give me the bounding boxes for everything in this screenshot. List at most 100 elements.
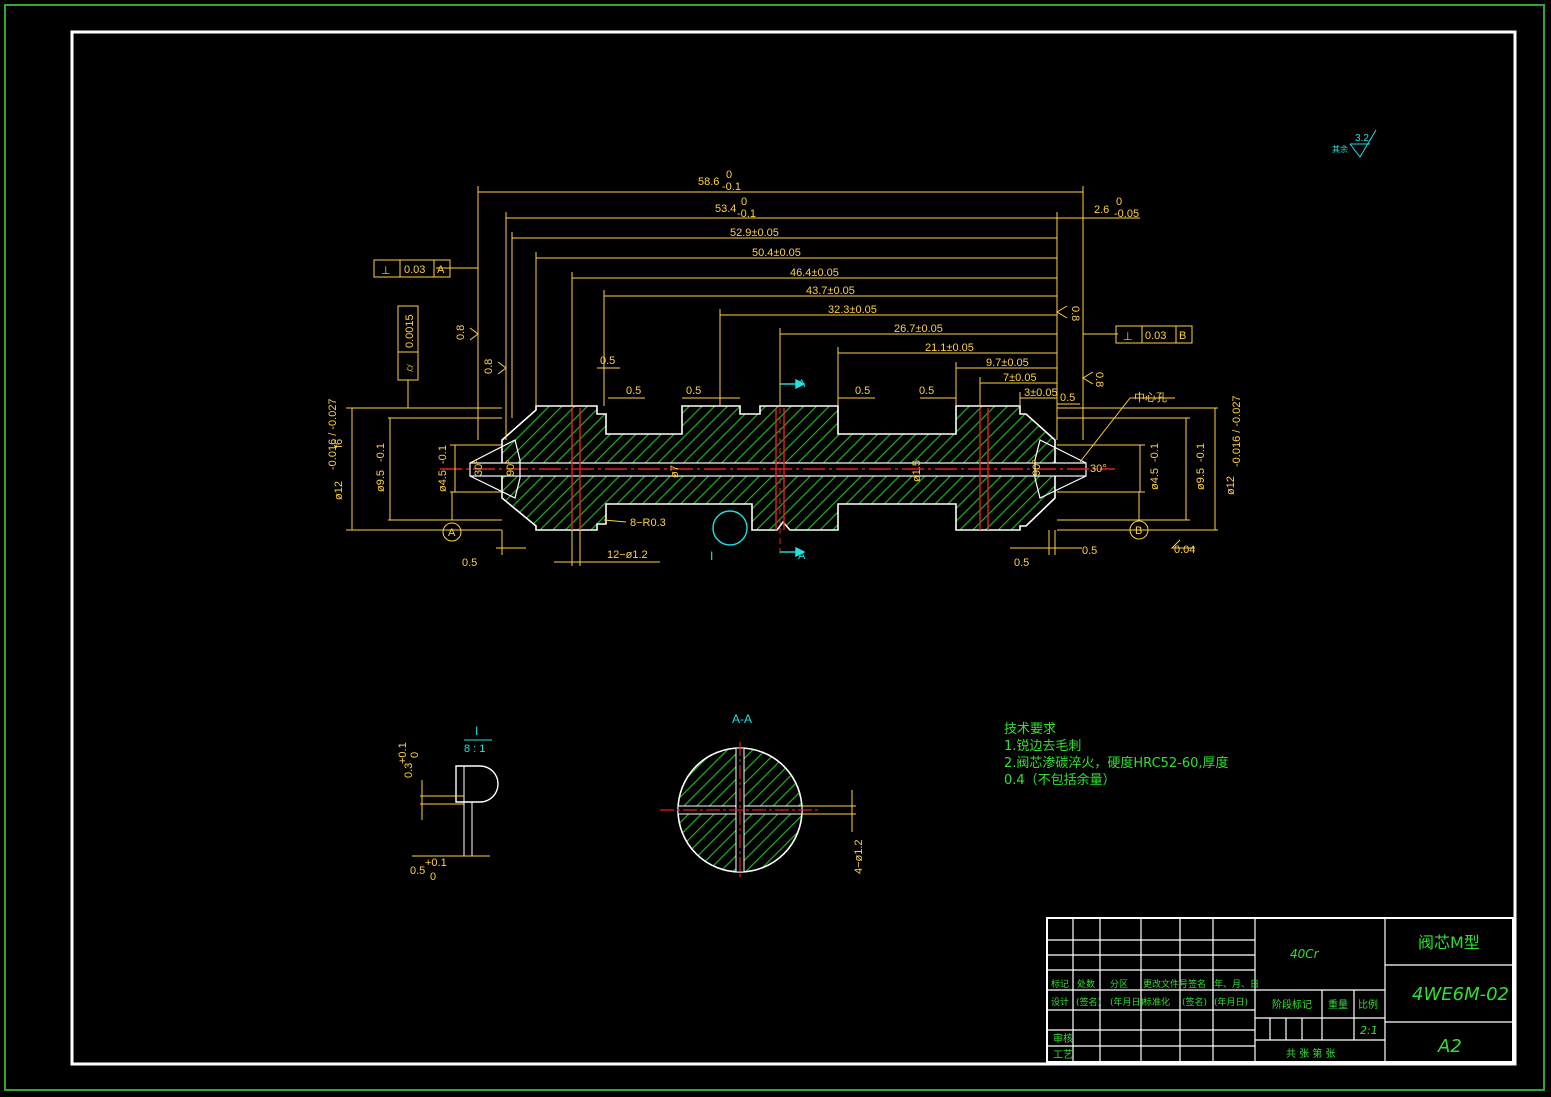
title-weight-label: 重量 <box>1328 998 1348 1011</box>
detail-dim-1-tol: +0.1 <box>397 742 409 764</box>
section-mark-bottom: A <box>798 550 806 562</box>
dim-26-7: 26.7±0.05 <box>894 323 943 335</box>
dim-2-6: 2.6 <box>1094 204 1109 216</box>
tech-requirements: 技术要求 1.锐边去毛刺 2.阀芯渗碳淬火，硬度HRC52-60,厚度 0.4（… <box>1004 722 1229 788</box>
title-block: 阀芯M型 4WE6M-02 40Cr A2 2:1 阶段标记 重量 比例 审核 … <box>1046 917 1514 1063</box>
detail-mark-label: I <box>710 549 713 563</box>
dim-58-6: 58.6 <box>698 176 719 188</box>
detail-dim-1: 0.3 <box>403 763 415 778</box>
dim-7: 7±0.05 <box>1003 372 1037 384</box>
dimension-texts: 58.6 0 -0.1 53.4 0 -0.1 52.9±0.05 50.4±0… <box>327 169 1243 569</box>
dim-half-9: 0.5 <box>1082 545 1097 557</box>
dim-21-1: 21.1±0.05 <box>925 342 974 354</box>
dim-half-7: 0.5 <box>462 557 477 569</box>
dim-phi9-5-right-tol: -0.1 <box>1195 443 1207 462</box>
section-view: A-A 4−ø1.2 <box>660 712 865 880</box>
title-row2-label-5: (年月日) <box>1214 996 1248 1008</box>
roughness-left-1: 0.8 <box>455 325 467 340</box>
dim-half-3: 0.5 <box>686 385 701 397</box>
general-roughness: 其余 3.2 <box>1332 129 1377 158</box>
dim-phi12-right: ø12 <box>1225 476 1237 495</box>
gdt-cylindricity: ⌭ 0.0015 <box>397 305 419 381</box>
title-row2-label-4: (签名) <box>1182 996 1207 1008</box>
title-review-label: 审核 <box>1053 1032 1073 1045</box>
dim-fillet: 8−R0.3 <box>630 517 666 529</box>
detail-circle <box>712 510 748 546</box>
detail-scale: 8 : 1 <box>464 743 485 755</box>
title-row2-label-0: 设计 <box>1051 996 1069 1008</box>
perp-value-b: 0.03 <box>1145 330 1166 342</box>
detail-dim-2: 0.5 <box>410 865 425 877</box>
datum-a-circle-label: A <box>448 527 456 539</box>
dim-angle-30-left: 30° <box>473 459 485 476</box>
title-sheets-label: 共 张 第 张 <box>1286 1047 1336 1060</box>
dim-phi4-5-left-tol: -0.1 <box>437 445 449 464</box>
title-material: 40Cr <box>1290 947 1320 961</box>
dim-phi9-5-left: ø9.5 <box>375 470 387 492</box>
dim-holes: 12−ø1.2 <box>607 549 648 561</box>
dim-phi4-5-right-tol: -0.1 <box>1149 443 1161 462</box>
dim-32-3: 32.3±0.05 <box>828 304 877 316</box>
dim-phi9-5-right: ø9.5 <box>1195 468 1207 490</box>
title-row-label-3: 更改文件号 <box>1143 978 1188 990</box>
detail-dim-2-tol-low: 0 <box>430 871 436 883</box>
dim-phi4-5-right: ø4.5 <box>1149 468 1161 490</box>
sheet-frame <box>70 30 1517 1066</box>
dim-half-6: 0.5 <box>1060 392 1075 404</box>
title-row2-label-1: (签名) <box>1076 996 1101 1008</box>
gdt-perpendicularity-a: ⊥ 0.03 A <box>373 259 451 278</box>
title-row-label-5: 年、月、日 <box>1214 978 1259 990</box>
dim-half-5: 0.5 <box>919 385 934 397</box>
section-arrows <box>780 378 806 558</box>
title-scale-label: 比例 <box>1358 998 1378 1011</box>
dim-53-4-tol-upper: 0 <box>741 196 747 208</box>
cyl-value: 0.0015 <box>404 314 416 348</box>
tech-req-line2: 2.阀芯渗碳淬火，硬度HRC52-60,厚度 <box>1004 755 1229 771</box>
dim-phi12-left-tol: -0.016 / -0.027 <box>327 398 339 470</box>
dim-half-1: 0.5 <box>600 355 615 367</box>
detail-dim-1-tol-low: 0 <box>409 752 421 758</box>
runout-value: 0.04 <box>1174 544 1195 556</box>
dim-half-4: 0.5 <box>855 385 870 397</box>
dim-angle-30-right: 30° <box>1090 463 1107 475</box>
dim-2-6-tol-upper: 0 <box>1116 196 1122 208</box>
perp-value-a: 0.03 <box>404 264 425 276</box>
dim-53-4-tol-lower: -0.1 <box>737 208 756 220</box>
dim-phi7: ø7 <box>669 465 681 478</box>
roughness-value: 3.2 <box>1355 133 1369 144</box>
title-scale: 2:1 <box>1360 1024 1378 1037</box>
spool-main-view: I A A <box>440 378 1115 563</box>
dim-46-4: 46.4±0.05 <box>790 267 839 279</box>
dim-half-2: 0.5 <box>626 385 641 397</box>
detail-dim-2-tol: +0.1 <box>425 857 447 869</box>
perp-symbol-a: ⊥ <box>381 265 391 277</box>
title-stage-label: 阶段标记 <box>1272 998 1312 1011</box>
section-mark-top: A <box>798 378 806 390</box>
roughness-right-1: 0.8 <box>1069 306 1081 321</box>
roughness-right-2: 0.8 <box>1093 372 1105 387</box>
perp-symbol-b: ⊥ <box>1123 331 1133 343</box>
right-center-cone <box>1034 439 1087 499</box>
dim-phi12-right-tol: -0.016 / -0.027 <box>1231 395 1243 467</box>
perp-datum-b: B <box>1179 330 1186 342</box>
dim-phi12-left: ø12 <box>333 481 345 500</box>
dim-43-7: 43.7±0.05 <box>806 285 855 297</box>
detail-view: I 8 : 1 0.3 +0.1 0 0.5 +0.1 0 <box>397 724 499 883</box>
dim-58-6-tol-upper: 0 <box>726 169 732 181</box>
dim-phi4-5-left: ø4.5 <box>437 470 449 492</box>
title-row-label-1: 处数 <box>1077 978 1095 990</box>
tech-req-line3: 0.4（不包括余量） <box>1004 772 1116 788</box>
title-row-label-4: 签名 <box>1188 978 1206 990</box>
dim-53-4: 53.4 <box>715 203 736 215</box>
section-label: A-A <box>732 712 752 726</box>
left-center-cone <box>469 439 521 499</box>
title-sheet-size: A2 <box>1437 1036 1462 1057</box>
datum-markers: A B <box>442 520 1149 542</box>
dim-3: 3±0.05 <box>1024 387 1058 399</box>
dimension-lines <box>346 186 1218 566</box>
title-drawing-no: 4WE6M-02 <box>1412 984 1509 1005</box>
dim-50-4: 50.4±0.05 <box>752 247 801 259</box>
title-process-label: 工艺 <box>1053 1049 1073 1061</box>
title-row-label-2: 分区 <box>1110 979 1128 990</box>
